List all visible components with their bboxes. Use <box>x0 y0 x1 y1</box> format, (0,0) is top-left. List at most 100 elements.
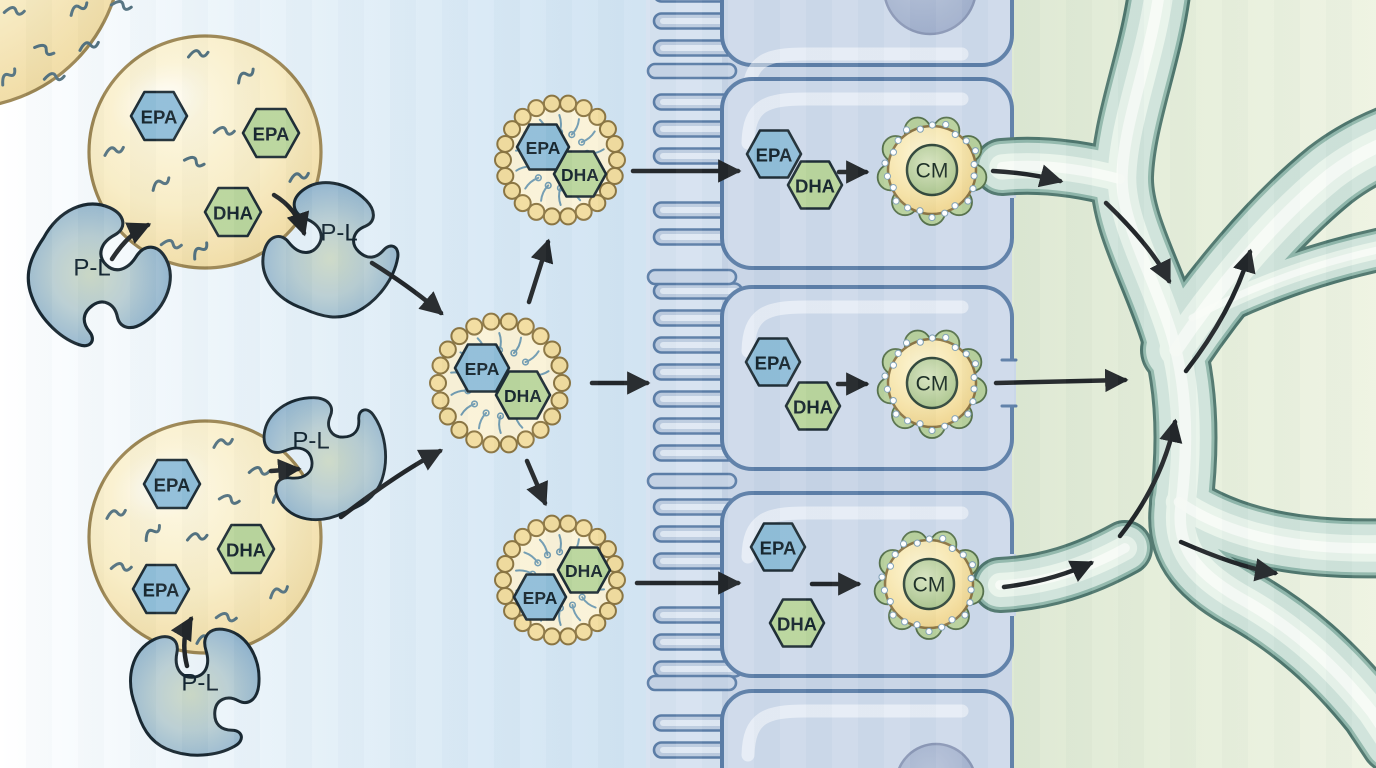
phospholipid-head-bead-icon <box>450 327 469 346</box>
phospholipid-head-bead-icon <box>588 107 607 126</box>
phospholipid-tail-icon <box>581 596 597 609</box>
hexagon-label: DHA <box>213 203 253 224</box>
chylomicron: CM <box>873 530 985 640</box>
phospholipid-head-bead-icon <box>574 622 593 641</box>
phospholipid-head-bead-icon <box>559 207 578 226</box>
phospholipid-tail-icon <box>498 414 502 434</box>
phospholipid-tail-icon <box>558 186 562 206</box>
phospholipid-head-bead-icon <box>527 622 546 641</box>
phospholipid-head-bead-icon <box>431 356 450 375</box>
phospholipid-head-bead-icon <box>503 181 522 200</box>
dha-hexagon: DHA <box>784 381 842 431</box>
surface-bubble-icon <box>880 586 889 594</box>
pancreatic-lipase-enzyme: P-L <box>245 164 421 342</box>
microvillus-icon <box>652 39 744 57</box>
phospholipid-head-bead-icon <box>496 554 515 573</box>
phospholipid-head-bead-icon <box>527 99 546 118</box>
phospholipid-head-bead-icon <box>598 601 617 620</box>
enterocyte-top-partial <box>720 0 1014 105</box>
surface-bubble-icon <box>916 338 924 346</box>
epa-hexagon: EPA <box>453 343 511 393</box>
phospholipid-head-bead-icon <box>542 627 561 646</box>
phospholipid-head-bead-icon <box>482 312 501 331</box>
dha-hexagon: DHA <box>786 160 844 210</box>
nucleus <box>897 742 975 768</box>
epa-hexagon: EPA <box>142 458 202 510</box>
phospholipid-head-bead-icon <box>543 340 562 359</box>
phospholipid-head-bead-icon <box>513 527 532 546</box>
surface-bubble-icon <box>951 130 959 139</box>
surface-bubble-icon <box>967 586 975 594</box>
arrow-central-to-upper-micelle <box>526 238 554 305</box>
phospholipid-tail-icon <box>477 411 488 430</box>
arrow-lymph-flow-up-right <box>1183 248 1256 374</box>
phospholipid-head-bead-icon <box>496 134 515 153</box>
phospholipid-head-bead-icon <box>608 151 626 169</box>
phospholipid-head-bead-icon <box>503 120 522 139</box>
cell-gloss-highlight <box>741 300 969 358</box>
epa-hexagon: EPA <box>512 573 568 621</box>
hexagon-label: DHA <box>561 165 599 185</box>
pancreatic-lipase-enzyme: P-L <box>252 379 402 532</box>
dha-hexagon: DHA <box>203 186 263 238</box>
surface-bubble-icon <box>889 396 897 405</box>
cell-junction-channel <box>646 268 738 286</box>
phospholipid-head-bead-icon <box>574 99 593 118</box>
phospholipid-head-bead-icon <box>503 601 522 620</box>
hexagon-label: EPA <box>526 138 561 158</box>
chylomicron-label: CM <box>916 160 949 183</box>
surface-bubble-icon <box>883 385 892 393</box>
surface-bubble-icon <box>971 360 979 368</box>
microvillus-icon <box>652 93 744 111</box>
hexagon-label: EPA <box>756 145 793 166</box>
cell-gloss-highlight <box>741 506 969 564</box>
enzyme-label: P-L <box>181 670 218 697</box>
arrow-cm-into-trunk <box>993 368 1129 393</box>
surface-bubble-icon <box>889 148 898 156</box>
arrow-lower-droplet-to-lipase <box>268 458 302 483</box>
surface-bubble-icon <box>962 350 970 358</box>
phospholipid-head-bead-icon <box>499 435 518 454</box>
surface-bubble-icon <box>951 343 959 352</box>
chylomicron-label: CM <box>913 574 946 597</box>
arrow-lipase-to-central-micelle <box>369 260 444 316</box>
phospholipid-head-bead-icon <box>431 391 450 410</box>
hexagon-label: DHA <box>504 386 542 406</box>
surface-bubble-icon <box>967 574 975 582</box>
surface-bubble-icon <box>970 172 978 180</box>
surface-bubble-icon <box>925 627 933 636</box>
surface-bubble-icon <box>928 334 936 342</box>
surface-bubble-icon <box>878 573 886 581</box>
phospholipid-head-bead-icon <box>482 435 501 454</box>
phospholipid-head-bead-icon <box>559 94 578 113</box>
arrow-upper-droplet-to-lipase <box>271 192 310 237</box>
hexagon-label: DHA <box>777 614 817 635</box>
phospholipid-tail-icon <box>460 402 476 416</box>
cell-junction-channel <box>646 472 738 490</box>
hexagon-label: EPA <box>465 359 500 379</box>
phospholipid-tail-icon <box>498 332 502 352</box>
surface-bubble-icon <box>948 616 956 624</box>
surface-bubble-icon <box>916 207 924 215</box>
phospholipid-head-bead-icon <box>496 167 515 186</box>
cell-gloss-highlight <box>741 92 969 150</box>
nucleus <box>884 0 976 36</box>
phospholipid-head-bead-icon <box>542 514 561 533</box>
hexagon-label: EPA <box>154 475 191 496</box>
surface-bubble-icon <box>899 540 908 548</box>
microvillus-icon <box>652 660 744 678</box>
surface-bubble-icon <box>892 197 900 205</box>
surface-bubble-icon <box>928 213 936 222</box>
surface-bubble-icon <box>889 611 897 619</box>
phospholipid-head-bead-icon <box>531 327 550 346</box>
hexagon-label: DHA <box>565 561 603 581</box>
phospholipid-head-bead-icon <box>542 94 561 113</box>
arrow-lower-droplet-to-central-micelle <box>338 448 444 520</box>
surface-bubble-icon <box>964 197 972 205</box>
phospholipid-head-bead-icon <box>542 207 561 226</box>
surface-bubble-icon <box>941 422 949 430</box>
